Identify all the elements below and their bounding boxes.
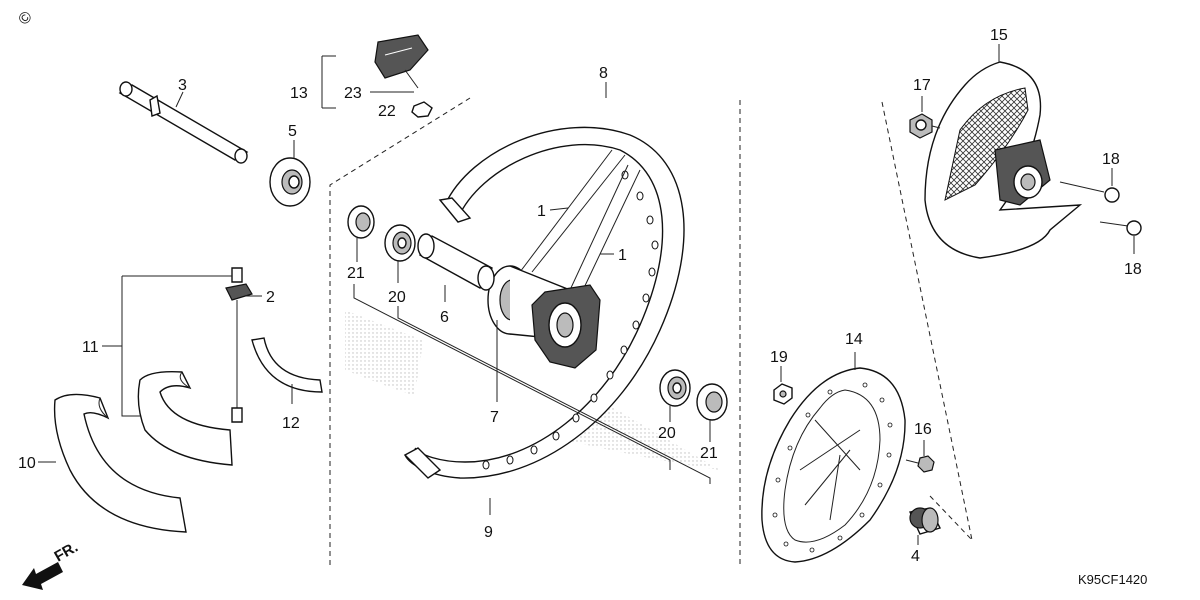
callout-1b: 1 — [618, 247, 627, 264]
callout-23: 23 — [344, 85, 362, 102]
callout-2: 2 — [266, 289, 275, 306]
leader-3 — [175, 91, 184, 108]
callout-5: 5 — [288, 123, 297, 140]
copyright-mark: © — [15, 8, 36, 29]
callout-22: 22 — [378, 103, 396, 120]
callout-3: 3 — [178, 77, 187, 94]
leader-1a — [549, 207, 569, 211]
rim-band-icon — [251, 337, 323, 393]
callout-4: 4 — [911, 548, 920, 565]
disc-cover-icon — [924, 61, 1083, 259]
callout-8: 8 — [599, 65, 608, 82]
front-arrow-label: FR. — [52, 539, 81, 566]
callout-21a: 21 — [347, 265, 365, 282]
collar-icon-4 — [908, 507, 941, 535]
spacer-icon — [417, 233, 495, 291]
callout-15: 15 — [990, 27, 1008, 44]
axle-icon — [118, 81, 249, 164]
bracket-11 — [121, 275, 232, 417]
bracket-20-21 — [353, 284, 671, 470]
callout-21b: 21 — [700, 445, 718, 462]
collar-icon — [269, 157, 311, 207]
callout-14: 14 — [845, 331, 863, 348]
hub-icon — [487, 265, 601, 369]
nut-icon-19 — [773, 383, 793, 405]
bearing-icon-right — [659, 369, 728, 421]
callout-17: 17 — [913, 77, 931, 94]
callout-16: 16 — [914, 421, 932, 438]
spokes-icon — [519, 149, 641, 293]
spoke-wrench-icon — [374, 34, 433, 118]
callout-18a: 18 — [1102, 151, 1120, 168]
bracket-20-21-b — [397, 306, 711, 484]
bolt-icon-16 — [905, 455, 935, 473]
bolt-icon-18 — [1059, 181, 1142, 236]
group-boundaries — [329, 97, 973, 565]
callout-6: 6 — [440, 309, 449, 326]
callout-9: 9 — [484, 524, 493, 541]
callout-20b: 20 — [658, 425, 676, 442]
figure-code: K95CF1420 — [1078, 572, 1147, 587]
bracket-13 — [321, 55, 336, 109]
front-direction-arrow-icon: FR. — [22, 539, 81, 590]
callout-12: 12 — [282, 415, 300, 432]
callout-1a: 1 — [537, 203, 546, 220]
bearing-icon-left — [347, 205, 416, 262]
callout-10: 10 — [18, 455, 36, 472]
callout-18b: 18 — [1124, 261, 1142, 278]
callout-7: 7 — [490, 409, 499, 426]
brake-disc-icon — [761, 367, 906, 563]
tire-icon — [53, 393, 187, 533]
valve-icon — [225, 267, 253, 423]
tube-icon — [137, 370, 233, 466]
callout-20a: 20 — [388, 289, 406, 306]
callout-11: 11 — [82, 339, 99, 356]
callout-13: 13 — [290, 85, 308, 102]
callout-19: 19 — [770, 349, 788, 366]
bolt-icon-17 — [909, 113, 941, 139]
